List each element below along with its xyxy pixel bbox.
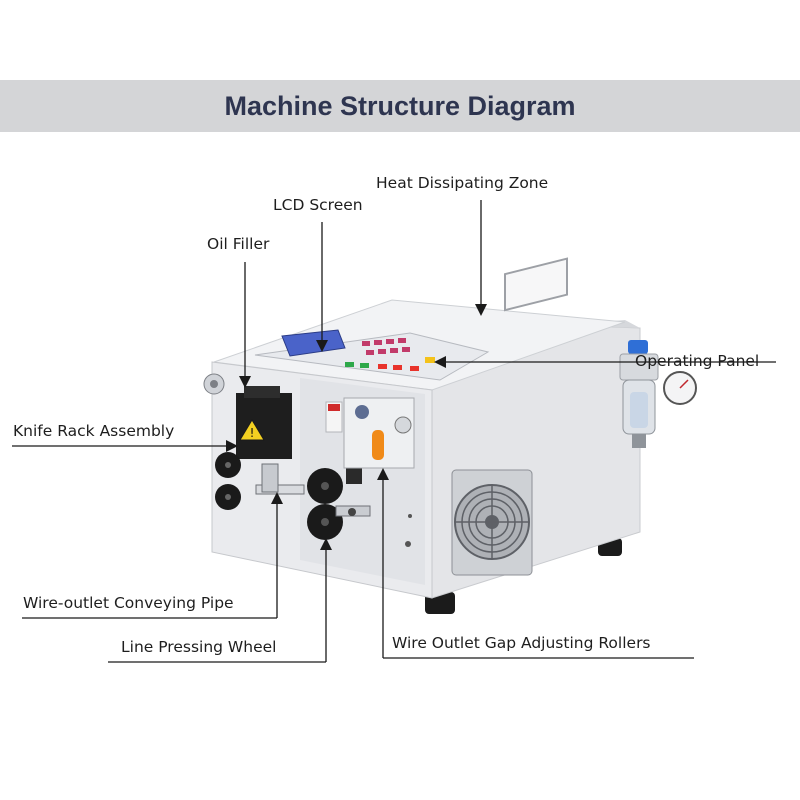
label-oil-filler: Oil Filler [207, 235, 270, 253]
left-knob [203, 373, 225, 395]
knife-rack-assembly: ! [236, 386, 292, 459]
air-regulator [619, 340, 697, 448]
diagram-title: Machine Structure Diagram [224, 90, 576, 121]
cooling-fan [451, 469, 533, 576]
lcd-screen [281, 329, 346, 357]
arrowheads [226, 304, 487, 550]
adjust-panel [343, 397, 415, 469]
control-panel [254, 332, 490, 381]
front-screw [405, 541, 411, 547]
label-line-pressing-wheel: Line Pressing Wheel [121, 638, 277, 656]
label-knife-rack-assembly: Knife Rack Assembly [13, 422, 175, 440]
svg-text:!: ! [250, 426, 255, 440]
conveying-pipe [255, 484, 305, 495]
leader-lines [12, 200, 776, 663]
keypad [345, 338, 435, 371]
label-operating-panel: Operating Panel [635, 352, 760, 370]
label-heat-dissipating-zone: Heat Dissipating Zone [376, 174, 549, 192]
line-pressing-wheels [307, 468, 343, 540]
side-handle [504, 257, 568, 312]
title-band: Machine Structure Diagram [0, 80, 800, 132]
label-lcd-screen: LCD Screen [273, 196, 363, 214]
left-rollers [215, 452, 241, 510]
label-wire-outlet-gap-adjusting-rollers: Wire Outlet Gap Adjusting Rollers [392, 634, 651, 652]
label-wire-outlet-conveying-pipe: Wire-outlet Conveying Pipe [23, 594, 234, 612]
